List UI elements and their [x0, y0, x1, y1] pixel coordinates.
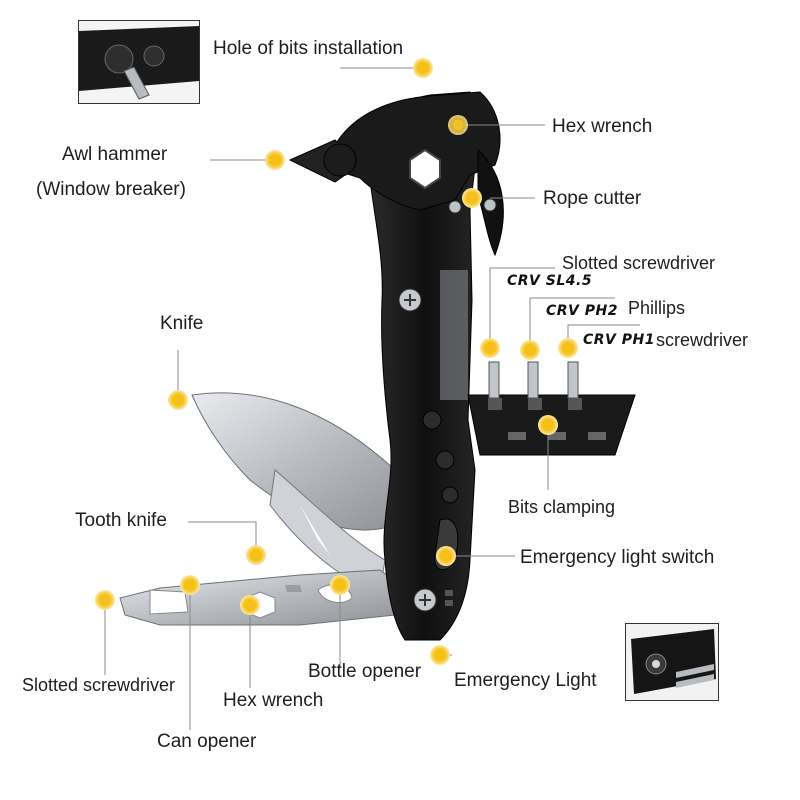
marker-dot — [480, 338, 500, 358]
marker-dot — [240, 595, 260, 615]
label-hex-wrench-bottom: Hex wrench — [223, 690, 324, 711]
inset-emergency-light — [625, 623, 719, 701]
marker-dot — [430, 645, 450, 665]
bit-ph2 — [527, 361, 539, 399]
label-bottle-opener: Bottle opener — [308, 661, 422, 682]
inset-bits-hole-image — [79, 21, 199, 103]
marker-dot — [448, 115, 468, 135]
marker-dot — [538, 415, 558, 435]
label-can-opener: Can opener — [157, 731, 257, 752]
leader-lines — [104, 67, 640, 730]
marker-dot — [558, 338, 578, 358]
label-hole-of-bits-installation: Hole of bits installation — [213, 38, 404, 59]
marker-dot — [436, 546, 456, 566]
label-knife: Knife — [160, 313, 204, 334]
hex-hole — [409, 148, 441, 190]
marker-dot — [265, 150, 285, 170]
label-rope-cutter: Rope cutter — [543, 188, 642, 209]
marker-dot — [95, 590, 115, 610]
bit-label-sl: CRV SL4.5 — [507, 273, 593, 289]
label-phillips: Phillips — [628, 298, 686, 318]
inset-emergency-light-image — [626, 624, 718, 700]
inset-bits-hole — [78, 20, 200, 104]
bit-slotted — [488, 361, 500, 399]
bit-ph1 — [567, 361, 579, 399]
marker-dot — [330, 575, 350, 595]
bit-label-ph2: CRV PH2 — [546, 303, 618, 319]
marker-dot — [246, 545, 266, 565]
label-bits-clamping: Bits clamping — [508, 497, 616, 517]
label-awl-hammer: Awl hammer — [62, 144, 168, 165]
marker-dot — [180, 575, 200, 595]
label-emergency-light: Emergency Light — [454, 670, 597, 691]
marker-dot — [462, 188, 482, 208]
label-window-breaker: (Window breaker) — [36, 179, 186, 200]
label-hex-wrench-top: Hex wrench — [552, 116, 653, 137]
label-slotted-screwdriver-bottom: Slotted screwdriver — [22, 675, 176, 695]
label-screwdriver: screwdriver — [656, 330, 749, 350]
label-slotted-screwdriver-top: Slotted screwdriver — [562, 253, 716, 273]
marker-dot — [168, 390, 188, 410]
bit-label-ph1: CRV PH1 — [583, 332, 655, 348]
knife-blade — [191, 392, 406, 531]
label-tooth-knife: Tooth knife — [75, 510, 167, 531]
marker-dot — [520, 340, 540, 360]
yellow-markers — [95, 58, 578, 665]
label-emergency-light-switch: Emergency light switch — [520, 547, 715, 568]
marker-dot — [413, 58, 433, 78]
